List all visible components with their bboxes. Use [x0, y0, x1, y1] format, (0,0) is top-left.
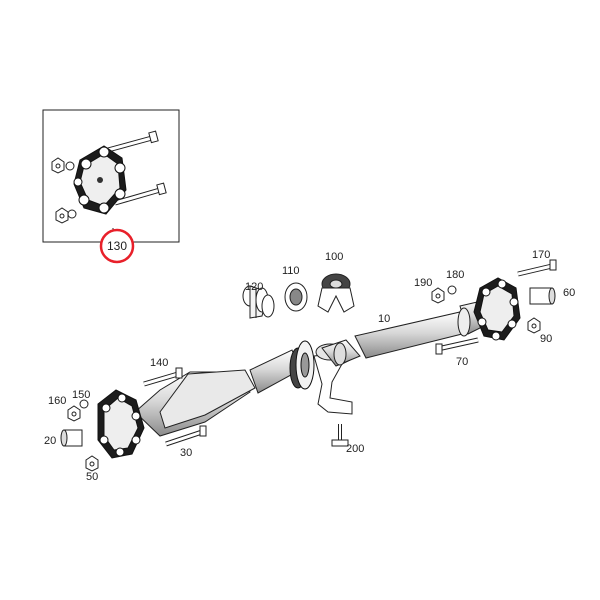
nut-160-icon	[67, 405, 81, 422]
label-150: 150	[72, 389, 90, 401]
universal-joint	[321, 339, 361, 367]
label-70: 70	[456, 356, 468, 368]
bolt-200-icon	[331, 424, 349, 447]
front-flex-disc-icon	[473, 277, 521, 341]
bolt-30-icon	[165, 425, 207, 447]
label-10: 10	[378, 313, 390, 325]
label-190: 190	[414, 277, 432, 289]
nut-190-icon	[431, 287, 445, 304]
inset-bolt-upper-icon	[107, 130, 159, 153]
label-20: 20	[44, 435, 56, 447]
center-support-icon	[317, 273, 355, 313]
rear-flex-disc-icon	[97, 389, 145, 459]
label-130: 130	[107, 239, 127, 253]
nut-90-icon	[527, 317, 541, 334]
rubber-boot-icon	[242, 285, 275, 319]
inset-nuts-icon	[51, 157, 77, 224]
label-200: 200	[346, 443, 364, 455]
propeller-shaft-rear-tube	[134, 349, 301, 437]
label-170: 170	[532, 249, 550, 261]
bolt-70-icon	[435, 337, 479, 355]
inset-flex-disc-icon	[73, 145, 127, 215]
bolt-170-icon	[517, 259, 557, 277]
nut-50-icon	[85, 455, 99, 472]
washer-180-icon	[447, 285, 457, 295]
bolt-140-icon	[143, 367, 183, 387]
sleeve-20-icon	[60, 429, 83, 447]
bearing-icon	[284, 282, 308, 312]
washer-150-icon	[79, 399, 89, 409]
label-110: 110	[282, 265, 300, 277]
label-140: 140	[150, 357, 168, 369]
label-50: 50	[86, 471, 98, 483]
inset-bolt-lower-icon	[114, 182, 167, 206]
label-60: 60	[563, 287, 575, 299]
sleeve-60-icon	[529, 287, 556, 305]
label-120: 120	[245, 281, 263, 293]
label-180: 180	[446, 269, 464, 281]
label-100: 100	[325, 251, 343, 263]
label-160: 160	[48, 395, 66, 407]
propeller-shaft-front-tube	[354, 299, 493, 359]
callout-130-highlighted[interactable]: 130	[99, 228, 135, 264]
label-90: 90	[540, 333, 552, 345]
inset-flex-disc-kit	[42, 109, 180, 243]
label-30: 30	[180, 447, 192, 459]
